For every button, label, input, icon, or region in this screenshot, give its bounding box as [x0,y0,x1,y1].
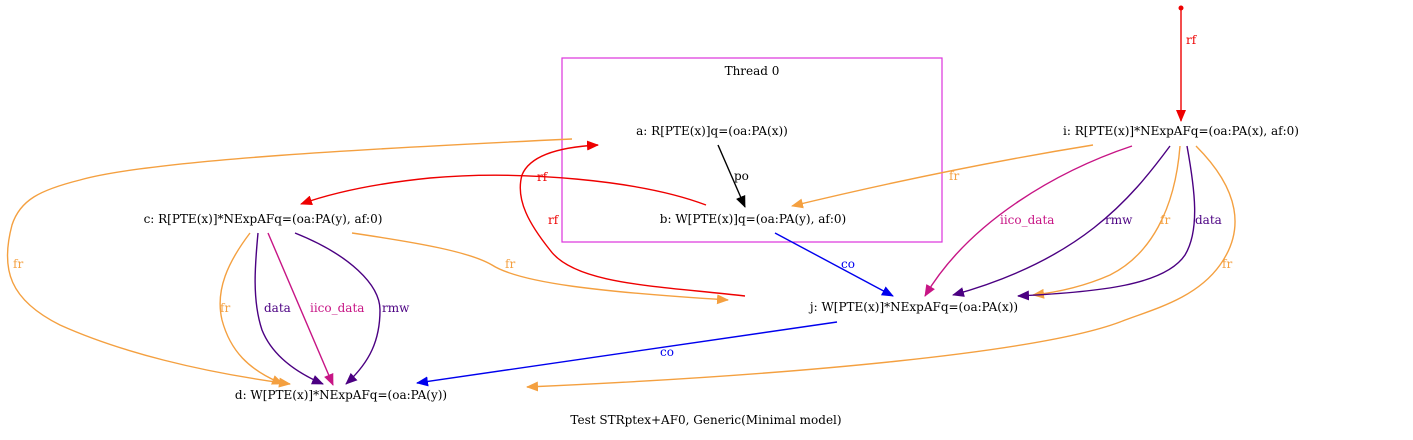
edge-a-b-po [717,144,746,208]
edge-b-j-co-label: co [841,257,855,271]
edge-i-j-data [1017,145,1196,301]
edge-c-d-rmw [294,232,381,385]
edge-i-b-fr-label: fr [949,169,959,183]
edge-c-d-fr-label: fr [220,301,230,315]
thread-0-label: Thread 0 [725,64,780,78]
edge-i-j-fr-label: fr [1160,213,1170,227]
edge-i-j-rmw-label: rmw [1105,213,1133,227]
edge-c-d-fr [219,232,284,385]
edge-j-d-co [416,321,838,387]
init-point [1178,5,1184,11]
edge-b-c-rf-label: rf [537,170,549,184]
edge-i-j-fr [1032,145,1181,299]
edge-j-a-rf [519,140,746,297]
node-i: i: R[PTE(x)]*NExpAFq=(oa:PA(x), af:0) [1063,124,1299,138]
edge-j-a-rf-label: rf [548,213,560,227]
edge-c-d-data [254,232,324,385]
edge-i-b-fr [791,144,1094,209]
edge-c-d-iico-label: iico_data [310,301,364,315]
edge-a-d-fr-label: fr [13,257,23,271]
node-a: a: R[PTE(x)]q=(oa:PA(x)) [636,124,788,138]
edge-b-c-rf [300,174,707,206]
node-b: b: W[PTE(x)]q=(oa:PA(y), af:0) [660,212,846,226]
edge-b-j-co [774,232,894,297]
edge-i-j-iico-label: iico_data [1000,213,1054,227]
node-c: c: R[PTE(x)]*NExpAFq=(oa:PA(y), af:0) [144,212,383,226]
edge-init-i-rf-label: rf [1186,33,1198,47]
edge-a-d-fr [6,138,573,388]
diagram-caption: Test STRptex+AF0, Generic(Minimal model) [570,413,841,427]
edge-c-j-fr [351,232,729,305]
edge-i-d-fr-label: fr [1222,257,1232,271]
edge-i-j-rmw [952,145,1171,297]
edge-i-j-iico [924,145,1133,297]
edge-c-d-data-label: data [264,301,291,315]
edge-i-j-data-label: data [1195,213,1222,227]
edge-j-d-co-label: co [660,345,674,359]
edge-i-d-fr [526,145,1236,392]
edge-a-b-po-label: po [734,169,749,183]
node-j: j: W[PTE(x)]*NExpAFq=(oa:PA(x)) [808,300,1018,314]
edge-c-j-fr-label: fr [505,257,515,271]
node-d: d: W[PTE(x)]*NExpAFq=(oa:PA(y)) [235,388,447,402]
edge-c-d-iico [267,232,334,386]
edge-c-d-rmw-label: rmw [382,301,410,315]
